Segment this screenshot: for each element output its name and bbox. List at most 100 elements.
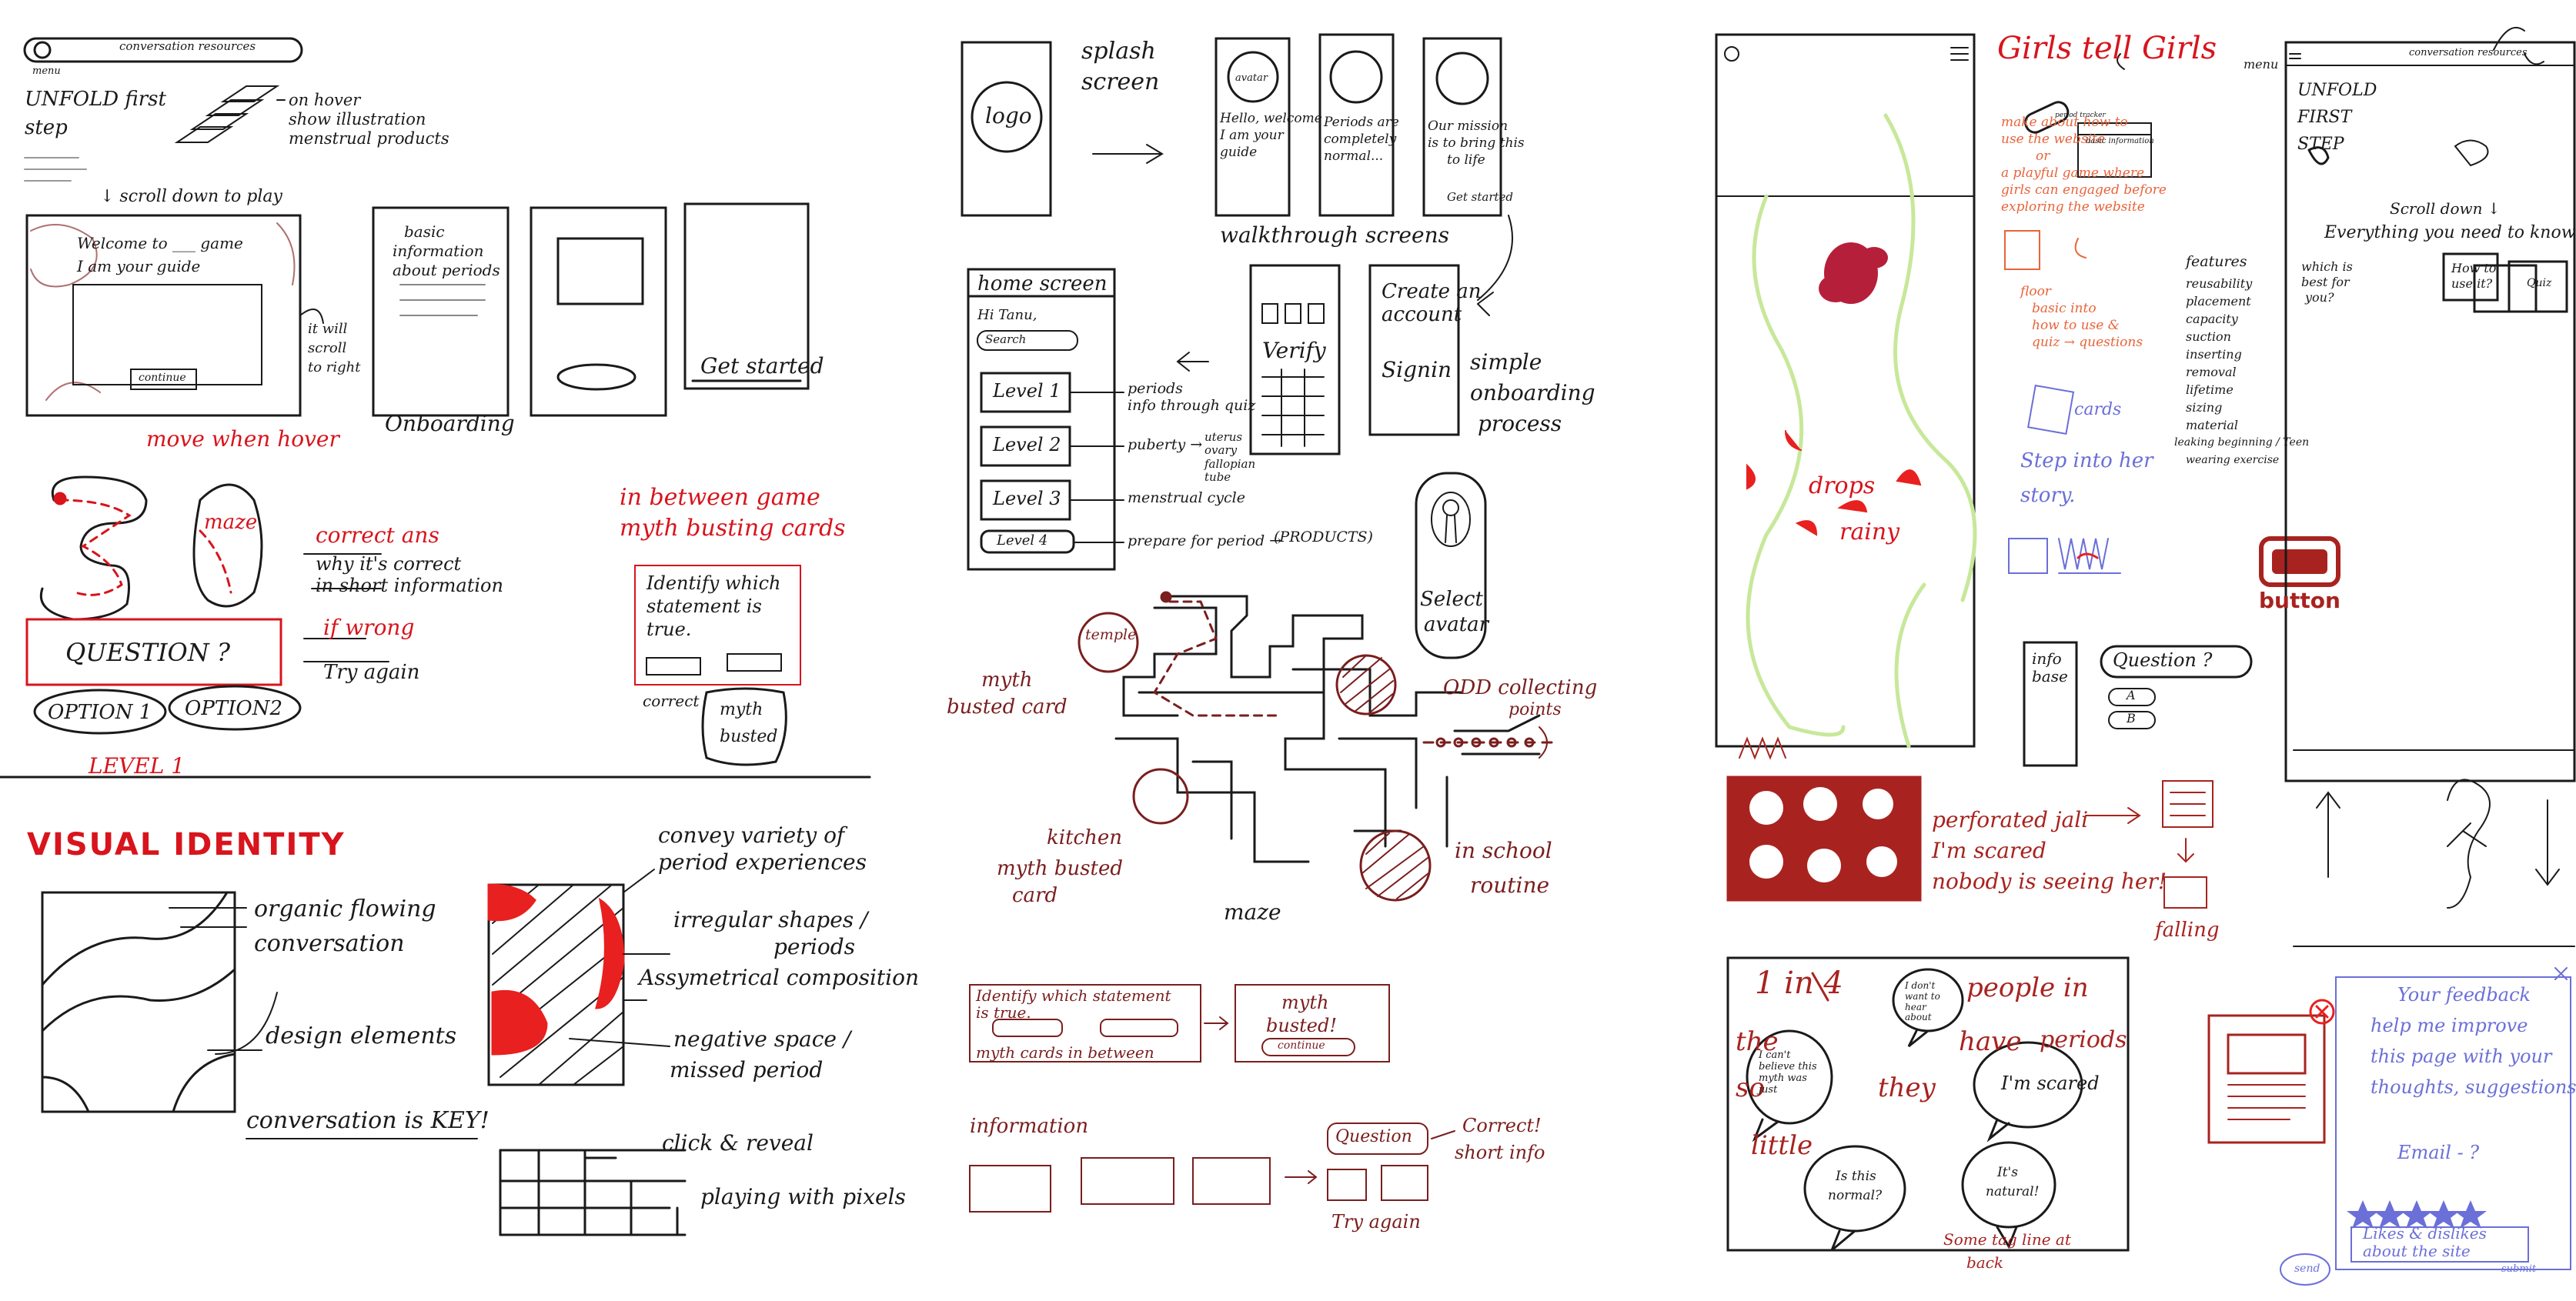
level4-text: Level 4 (997, 532, 1048, 549)
myth-cards-text: myth cards in between (976, 1043, 1154, 1062)
screen-label: screen (1081, 68, 1160, 95)
feature-11: wearing exercise (2186, 454, 2280, 466)
likes-dislikes-text: Likes & dislikes (2363, 1224, 2487, 1243)
or-note: or (2036, 148, 2050, 164)
features-heading: features (2186, 253, 2247, 270)
bubble-natural: natural! (1986, 1184, 2040, 1199)
level1-desc2: info through quiz (1128, 397, 1256, 414)
negative-space-text: negative space / (673, 1026, 851, 1052)
periods-text: periods (2040, 1026, 2127, 1053)
myth2-text: myth (1281, 992, 1329, 1013)
about-periods-text: about periods (393, 261, 500, 279)
continue-button-sketch (130, 369, 197, 390)
one-in-four-text: 1 in 4 (1755, 966, 1843, 1001)
period-tracker-label: period tracker (2055, 112, 2106, 119)
which-is-text: which is (2301, 259, 2353, 274)
bubble-is-this: Is this (1836, 1169, 1876, 1184)
question-text: QUESTION ? (65, 638, 231, 667)
short-info-text: in short information (316, 575, 503, 596)
bubble-its: It's (1997, 1165, 2018, 1180)
guide-text: I am your guide (77, 257, 201, 275)
design-elements-text: design elements (266, 1022, 457, 1049)
modal-sketch (2207, 1014, 2326, 1144)
myth-card-row (969, 984, 1201, 1062)
myth-text: myth (720, 700, 763, 719)
how-to-text: How to (2451, 261, 2497, 275)
move-hover-note: move when hover (146, 426, 339, 452)
option2-oval (168, 685, 302, 731)
visual-identity-title: VISUAL IDENTITY (27, 827, 346, 862)
our-mission-text: Our mission (1428, 118, 1509, 134)
level1-label: LEVEL 1 (89, 753, 185, 779)
you-text: you? (2305, 290, 2334, 305)
submit-label[interactable]: submit (2501, 1263, 2537, 1275)
onboarding-frame-1 (372, 206, 510, 417)
logo-label: logo (985, 103, 1032, 128)
send-label[interactable]: send (2294, 1263, 2320, 1275)
busted-card-label: busted card (947, 696, 1067, 719)
products-text: (PRODUCTS) (1274, 529, 1373, 545)
panel3-drawings (1715, 26, 2576, 1286)
create-text: Create an (1382, 280, 1482, 303)
nav-label: conversation resources (119, 39, 256, 53)
onboarding-label: Onboarding (385, 411, 515, 436)
organic-text: organic flowing (254, 896, 436, 922)
process-text: process (1478, 411, 1562, 436)
basic-info-label: basic information (2086, 137, 2154, 145)
close-icon (2309, 999, 2335, 1025)
in-school-label: in school (1455, 838, 1552, 863)
scared-sees-text: I'm scared (1932, 838, 2046, 863)
rainy-label: rainy (1839, 519, 1900, 545)
level1-text: Level 1 (993, 380, 1061, 402)
about-site-text: about the site (2363, 1242, 2471, 1260)
hello-text: Hello, welcome (1220, 111, 1322, 126)
nav-bar-sketch (23, 37, 303, 63)
identify-text: Identify which statement (976, 986, 1171, 1005)
maze-label: maze (204, 511, 258, 534)
level4-desc: prepare for period → (1128, 532, 1282, 549)
speech-bubbles (1746, 968, 2083, 1252)
option1-oval (33, 689, 167, 735)
temple-label: temple (1085, 626, 1137, 643)
girls-tell-girls-title: Girls tell Girls (1997, 31, 2217, 66)
statement-text: statement is (647, 595, 762, 617)
unfold-stack-sketch (174, 85, 280, 143)
level2-sub: uterus ovary fallopian tube (1204, 430, 1256, 484)
scroll-down-note: ↓ scroll down to play (100, 187, 282, 206)
question-label: Question (1335, 1127, 1412, 1146)
quiz-note: quiz → questions (2032, 335, 2143, 350)
feature-9: material (2186, 418, 2239, 432)
help-improve-text: help me improve (2371, 1015, 2528, 1036)
periods-are-text: Periods are (1324, 115, 1399, 130)
routine-label: routine (1470, 872, 1550, 898)
so-text: so (1736, 1072, 1765, 1103)
information-text: information (393, 242, 484, 260)
guide-text: guide (1220, 145, 1258, 160)
myth-label: myth (981, 669, 1033, 692)
girls-can-note: girls can engaged before (2001, 182, 2167, 198)
toggle-sketch (2024, 101, 2070, 134)
info-base-box (2023, 641, 2078, 767)
perforated-jali-text: perforated jali (1932, 807, 2089, 832)
kitchen-label: kitchen (1047, 826, 1122, 849)
visual-identity-frame (41, 891, 236, 1113)
onboarding-text: onboarding (1470, 380, 1595, 405)
info-base-label: info base (2032, 649, 2068, 686)
home-screen-label: home screen (977, 272, 1108, 295)
to-right-note: to right (308, 359, 361, 375)
the-text: the (1736, 1026, 1779, 1057)
feature-7: lifetime (2186, 382, 2234, 397)
myth-card-sketch (634, 565, 801, 686)
panel1-drawings (0, 37, 871, 1236)
button-shape-sketch (2259, 536, 2340, 587)
i-am-your-text: I am your (1220, 128, 1284, 143)
red-ink-blot (1819, 242, 1888, 304)
verify-text: Verify (1262, 338, 1326, 363)
lime-flow-line-2 (1883, 113, 1977, 602)
desktop-card-2 (2508, 260, 2568, 313)
try-again-text: Try again (323, 661, 420, 684)
irregular-text: irregular shapes / (673, 907, 868, 932)
simple-text: simple (1470, 349, 1542, 375)
avatar-label: avatar (1235, 72, 1268, 84)
unfold-text: UNFOLD (2297, 81, 2377, 100)
